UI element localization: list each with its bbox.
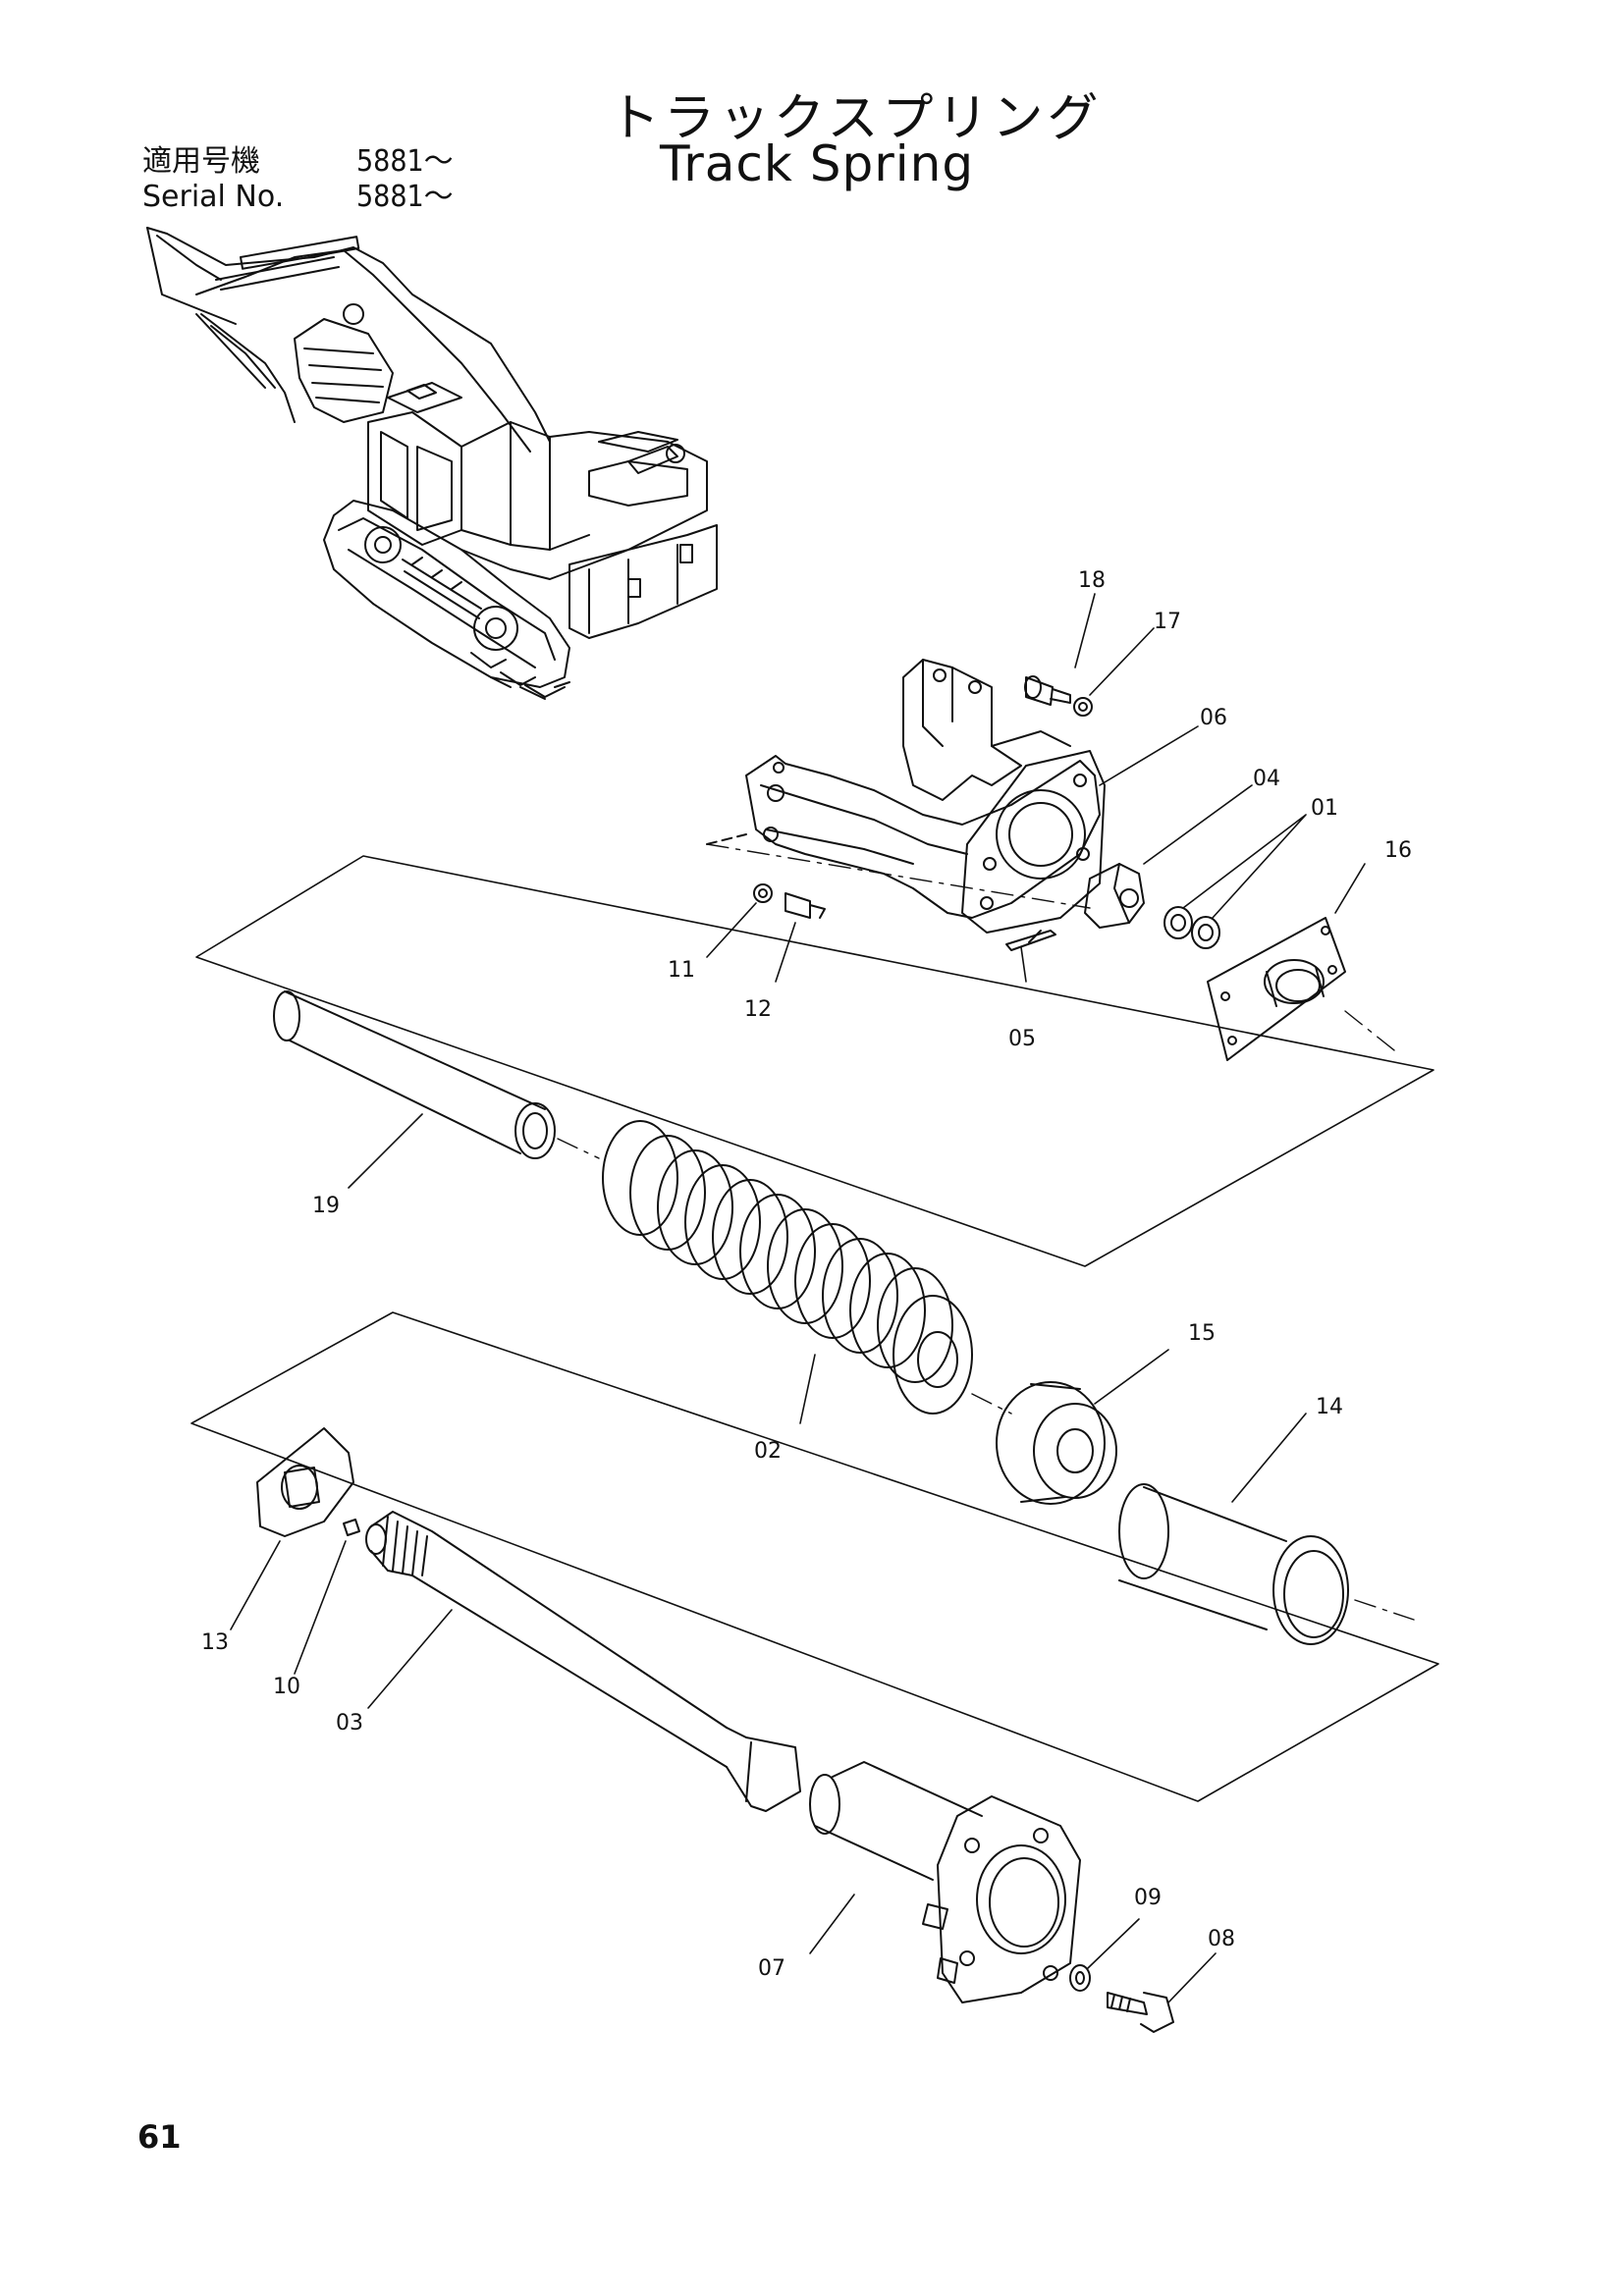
plate-16: [1207, 917, 1346, 1061]
tube-19: [273, 990, 600, 1159]
title-japanese: トラックスプリング: [609, 89, 1103, 148]
callout-14: 14: [1316, 1395, 1343, 1419]
pin-10: [343, 1519, 360, 1536]
callout-01: 01: [1311, 796, 1338, 821]
spring-02: [602, 1120, 973, 1415]
callout-06: 06: [1200, 706, 1227, 730]
callout-08: 08: [1208, 1927, 1235, 1951]
callout-03: 03: [336, 1711, 363, 1735]
page-number: 61: [137, 2118, 182, 2156]
callout-18: 18: [1078, 568, 1106, 593]
washer-plate-13: [256, 1427, 354, 1537]
bracket-assembly: [706, 659, 1106, 943]
serial-jp-label: 適用号機: [142, 144, 260, 179]
washer-09-bolt-08: [1069, 1964, 1174, 2033]
callout-labels: 18 17 06 04 01 16 05 11 12 19 02 15 14 1…: [201, 568, 1412, 1981]
callout-15: 15: [1188, 1321, 1216, 1346]
callout-19: 19: [312, 1194, 340, 1218]
title-english: Track Spring: [660, 135, 975, 192]
callout-04: 04: [1253, 767, 1280, 791]
callout-12: 12: [744, 997, 772, 1022]
bolt-18-washer-17: [1024, 675, 1093, 717]
serial-en-row: Serial No. 5881〜: [142, 180, 454, 214]
tension-cylinder-07: [809, 1761, 1081, 2003]
leader-lines: [230, 593, 1366, 2003]
plane-lower: [190, 1311, 1439, 1802]
washer-11-bolt-12: [753, 883, 826, 919]
callout-11: 11: [668, 958, 695, 983]
callout-10: 10: [273, 1675, 300, 1699]
rod-03: [365, 1511, 801, 1812]
callout-02: 02: [754, 1439, 782, 1464]
serial-jp-row: 適用号機 5881〜: [142, 144, 454, 179]
callout-09: 09: [1134, 1886, 1162, 1910]
callout-05: 05: [1008, 1027, 1036, 1051]
callout-13: 13: [201, 1630, 229, 1655]
serial-en-value: 5881〜: [356, 180, 454, 214]
nut-04-shims-01-pin-05: [1005, 863, 1220, 951]
callout-16: 16: [1384, 838, 1412, 863]
cylinder-14: [1118, 1483, 1415, 1645]
serial-jp-value: 5881〜: [356, 144, 454, 179]
callout-07: 07: [758, 1956, 785, 1981]
serial-en-label: Serial No.: [142, 180, 285, 214]
excavator-illustration: [146, 227, 718, 700]
plane-upper: [195, 855, 1434, 1267]
seat-15: [971, 1381, 1117, 1505]
callout-17: 17: [1154, 610, 1181, 634]
